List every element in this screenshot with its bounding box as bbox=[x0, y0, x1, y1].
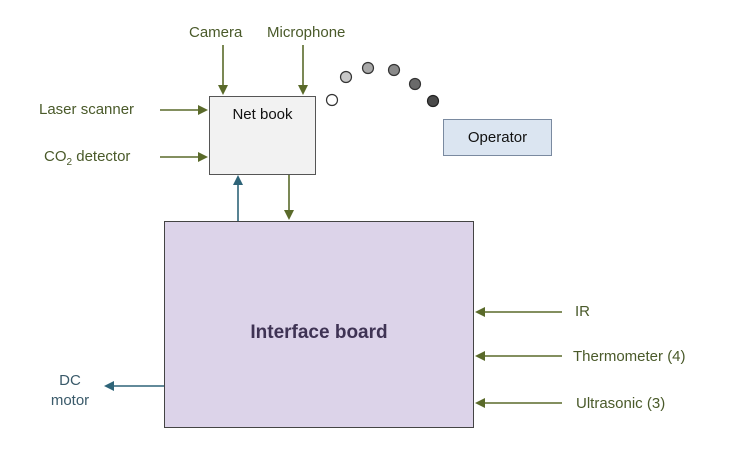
co2-suffix: detector bbox=[72, 148, 131, 165]
interface-board-box: Interface board bbox=[164, 221, 474, 428]
operator-box: Operator bbox=[443, 119, 552, 156]
thermometer-label: Thermometer (4) bbox=[573, 348, 686, 365]
laser-scanner-label: Laser scanner bbox=[39, 101, 135, 118]
co2-prefix: CO bbox=[44, 148, 67, 165]
dc-motor-label: DC motor bbox=[40, 371, 100, 411]
microphone-label: Microphone bbox=[267, 24, 346, 41]
ir-label: IR bbox=[575, 303, 590, 320]
dc-motor-line2: motor bbox=[50, 392, 90, 409]
co2-subscript: 2 bbox=[66, 157, 73, 168]
ultrasonic-label: Ultrasonic (3) bbox=[576, 395, 666, 412]
operator-label: Operator bbox=[467, 129, 528, 146]
netbook-label: Net book bbox=[232, 106, 293, 123]
wireless-dot bbox=[387, 63, 401, 77]
wireless-dot bbox=[339, 70, 353, 84]
camera-label: Camera bbox=[189, 24, 243, 41]
netbook-box: Net book bbox=[209, 96, 316, 175]
co2-detector-label: CO2 detector bbox=[44, 148, 130, 172]
wireless-dot bbox=[361, 61, 375, 75]
wireless-dot bbox=[325, 93, 339, 107]
dc-motor-line1: DC bbox=[59, 372, 81, 389]
interface-board-label: Interface board bbox=[250, 322, 388, 343]
wireless-dot bbox=[408, 77, 422, 91]
wireless-dot bbox=[426, 94, 440, 108]
